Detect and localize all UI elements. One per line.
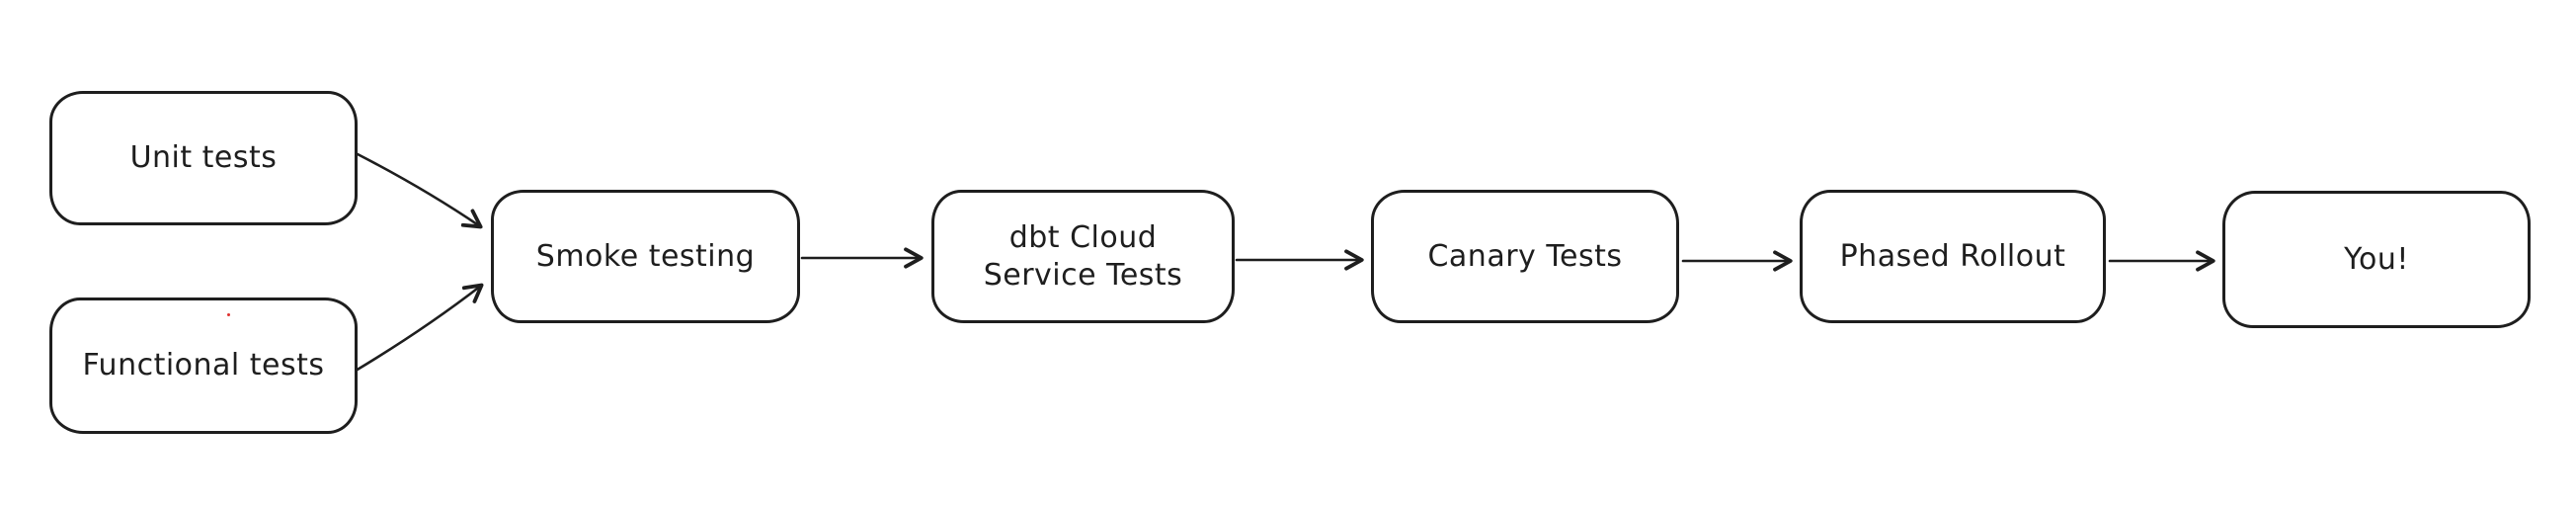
edge-unit-tests-to-smoke-testing [356,152,483,229]
node-phased-rollout-label: Phased Rollout [1839,238,2066,274]
node-unit-tests: Unit tests [49,91,358,225]
node-functional-tests: Functional tests [49,298,358,434]
node-unit-tests-label: Unit tests [129,140,278,176]
node-dbt-cloud-service-tests: dbt Cloud Service Tests [931,190,1235,323]
node-dbt-cloud-service-tests-label: dbt Cloud Service Tests [983,220,1183,293]
node-you-label: You! [2344,241,2409,277]
node-canary-tests-label: Canary Tests [1427,238,1623,274]
node-you: You! [2222,191,2531,328]
node-smoke-testing: Smoke testing [491,190,800,323]
node-phased-rollout: Phased Rollout [1800,190,2106,323]
node-functional-tests-label: Functional tests [82,348,325,383]
node-canary-tests: Canary Tests [1371,190,1679,323]
node-smoke-testing-label: Smoke testing [535,238,756,274]
red-speck-artifact [227,313,230,316]
edge-functional-tests-to-smoke-testing [354,283,484,373]
